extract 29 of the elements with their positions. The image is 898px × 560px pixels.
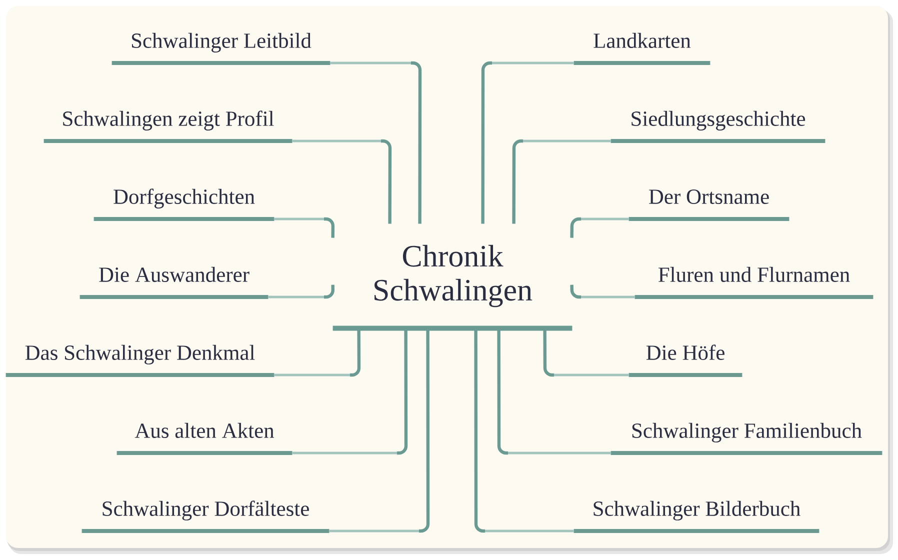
branch-label: Schwalinger Leitbild [112,32,330,65]
connector [570,217,629,238]
connector [292,139,392,224]
connector [497,328,611,455]
branch-label: Das Schwalinger Denkmal [6,344,274,377]
connector [274,217,335,238]
connector [292,328,408,455]
branch-label: Landkarten [574,32,710,65]
branch-label: Siedlungsgeschichte [610,110,826,143]
central-topic: Chronik Schwalingen [332,244,572,331]
connector [274,328,361,377]
branch-label: Schwalinger Dorfälteste [82,500,330,533]
connector [481,61,574,224]
branch-label: Fluren und Flurnamen [634,266,874,299]
connector [268,284,334,299]
connector [512,139,611,224]
branch-label: Schwalingen zeigt Profil [44,110,292,143]
branch-label: Dorfgeschichten [94,188,274,221]
connector [570,284,635,299]
branch-label: Schwalinger Bilderbuch [574,500,820,533]
connector [329,328,430,533]
branch-label: Die Auswanderer [80,266,268,299]
branch-label: Schwalinger Familienbuch [610,422,882,455]
connector [543,328,629,377]
connector [474,328,574,533]
branch-label: Die Höfe [628,344,742,377]
connector [330,61,422,224]
branch-label: Aus alten Akten [116,422,292,455]
branch-label: Der Ortsname [628,190,790,221]
